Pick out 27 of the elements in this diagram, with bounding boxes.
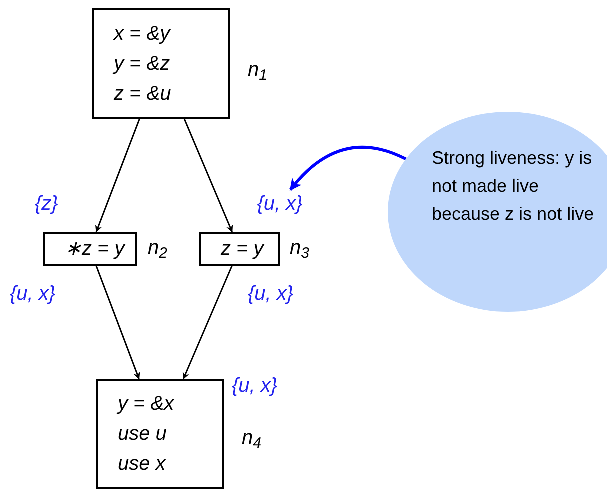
liveness-set: {u, x}: [248, 190, 312, 218]
statement-text: z = &u: [114, 82, 172, 106]
statement-text: y = &z: [114, 52, 170, 76]
statement-text: y = &x: [118, 392, 174, 417]
statement-text: x = &y: [114, 22, 170, 46]
arrow: [96, 118, 140, 233]
statement-box: [199, 232, 280, 266]
node-name: n$_{1}$: [248, 58, 268, 84]
statement-box: [43, 232, 137, 266]
statement-text: use u: [118, 422, 167, 447]
liveness-set: {u, x}: [232, 374, 278, 399]
arrow: [96, 266, 140, 380]
callout-text: Strong liveness: y is not made live because z is not live: [432, 147, 596, 226]
statement-text: z = y: [221, 237, 264, 262]
statement-box: [92, 8, 230, 119]
arrow: [289, 146, 407, 191]
liveness-set: {z}: [35, 192, 58, 217]
statement-box: [96, 379, 224, 489]
statement-text: ∗z = y: [65, 237, 125, 262]
arrow: [182, 266, 233, 380]
node-name: n$_{3}$: [290, 236, 310, 262]
liveness-set: {u, x}: [248, 282, 294, 307]
liveness-set: {u, x}: [10, 282, 56, 307]
node-name: n$_{4}$: [242, 426, 262, 452]
node-name: n$_{2}$: [148, 236, 168, 262]
statement-text: use x: [118, 452, 166, 477]
arrow: [184, 118, 234, 233]
